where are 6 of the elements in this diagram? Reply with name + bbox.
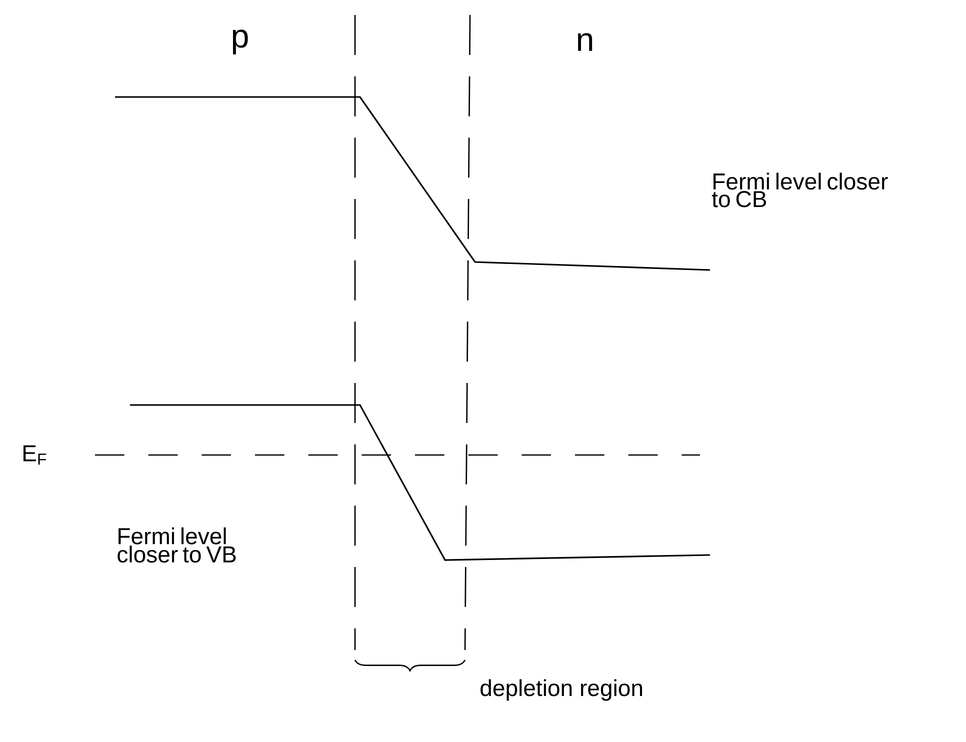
energy-label: E$_{F}$ xyxy=(23,445,46,465)
annotation: Fermi level closer to VB xyxy=(118,527,236,563)
region-label: p xyxy=(232,30,248,54)
annotation: depletion region xyxy=(480,679,642,701)
annotation: Fermi level closer to CB xyxy=(712,172,888,208)
region-label: n xyxy=(578,33,592,51)
